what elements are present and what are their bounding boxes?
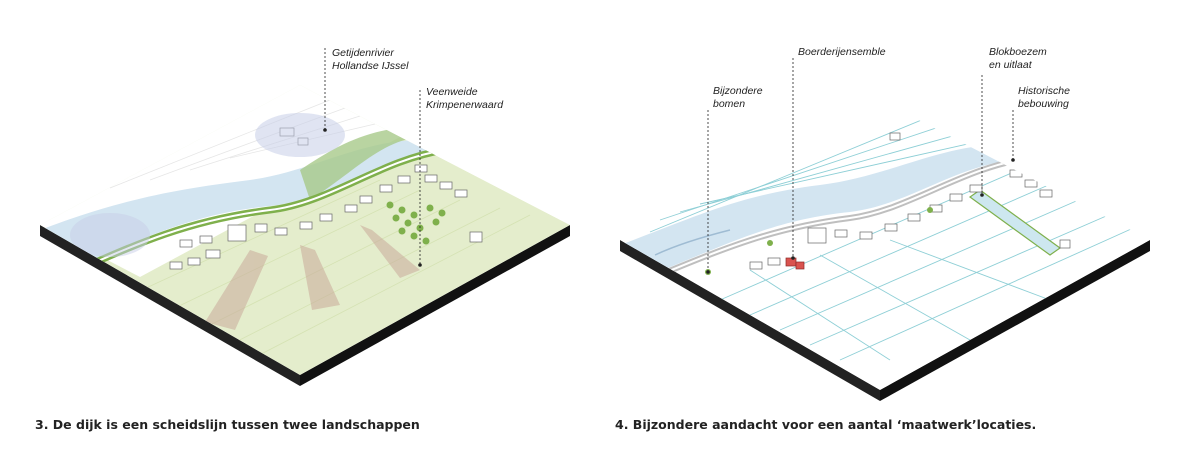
leader-dot-historic bbox=[1011, 158, 1015, 162]
caption-left: 3. De dijk is een scheidslijn tussen twe… bbox=[35, 417, 420, 432]
dike-houses-right bbox=[749, 132, 1071, 270]
label-historic: Historische bebouwing bbox=[1018, 85, 1070, 111]
label-pump-line1: Blokboezem bbox=[989, 46, 1047, 58]
tidal-river-right bbox=[620, 145, 1020, 275]
label-peat-line1: Veenweide bbox=[426, 86, 478, 98]
label-trees-line2: bomen bbox=[713, 98, 746, 110]
sightlines bbox=[205, 225, 420, 330]
left-isometric-map bbox=[40, 48, 570, 386]
label-peat: Veenweide Krimpenerwaard bbox=[426, 86, 503, 112]
label-farms: Boerderijensemble bbox=[798, 46, 886, 59]
halo-west bbox=[70, 213, 150, 257]
blokboezem-area bbox=[968, 189, 1062, 256]
halo-north bbox=[255, 113, 345, 157]
right-diagram-panel: Bijzondere bomen Boerderijensemble Blokb… bbox=[590, 0, 1180, 460]
label-pump: Blokboezem en uitlaat bbox=[989, 46, 1047, 72]
leader-dot-pump bbox=[980, 193, 984, 197]
label-trees: Bijzondere bomen bbox=[713, 85, 763, 111]
label-river-line1: Getijdenrivier bbox=[332, 47, 394, 59]
block-side-right bbox=[300, 225, 570, 386]
label-pump-line2: en uitlaat bbox=[989, 59, 1032, 71]
label-river-line2: Hollandse IJssel bbox=[332, 60, 409, 72]
right-isometric-map bbox=[620, 58, 1150, 401]
leader-dot-trees bbox=[706, 270, 710, 274]
block-side-right-r bbox=[880, 240, 1150, 401]
leader-dot-river bbox=[323, 128, 327, 132]
label-trees-line1: Bijzondere bbox=[713, 85, 763, 97]
meadow-parcels bbox=[119, 179, 531, 366]
block-side-left-r bbox=[620, 240, 880, 401]
label-river: Getijdenrivier Hollandse IJssel bbox=[332, 47, 408, 73]
label-peat-line2: Krimpenerwaard bbox=[426, 99, 504, 111]
leader-dot-peat bbox=[418, 263, 422, 267]
left-diagram-panel: Getijdenrivier Hollandse IJssel Veenweid… bbox=[35, 47, 570, 432]
flow-arrow bbox=[654, 229, 731, 256]
block-side-left bbox=[40, 225, 300, 386]
leader-dot-farms bbox=[791, 256, 795, 260]
label-historic-line1: Historische bbox=[1018, 85, 1070, 97]
label-historic-line2: bebouwing bbox=[1018, 98, 1069, 110]
caption-right: 4. Bijzondere aandacht voor een aantal ‘… bbox=[615, 417, 1037, 432]
farm-ensemble bbox=[785, 257, 805, 270]
label-farms-line1: Boerderijensemble bbox=[798, 46, 886, 58]
floodplain bbox=[300, 128, 415, 200]
